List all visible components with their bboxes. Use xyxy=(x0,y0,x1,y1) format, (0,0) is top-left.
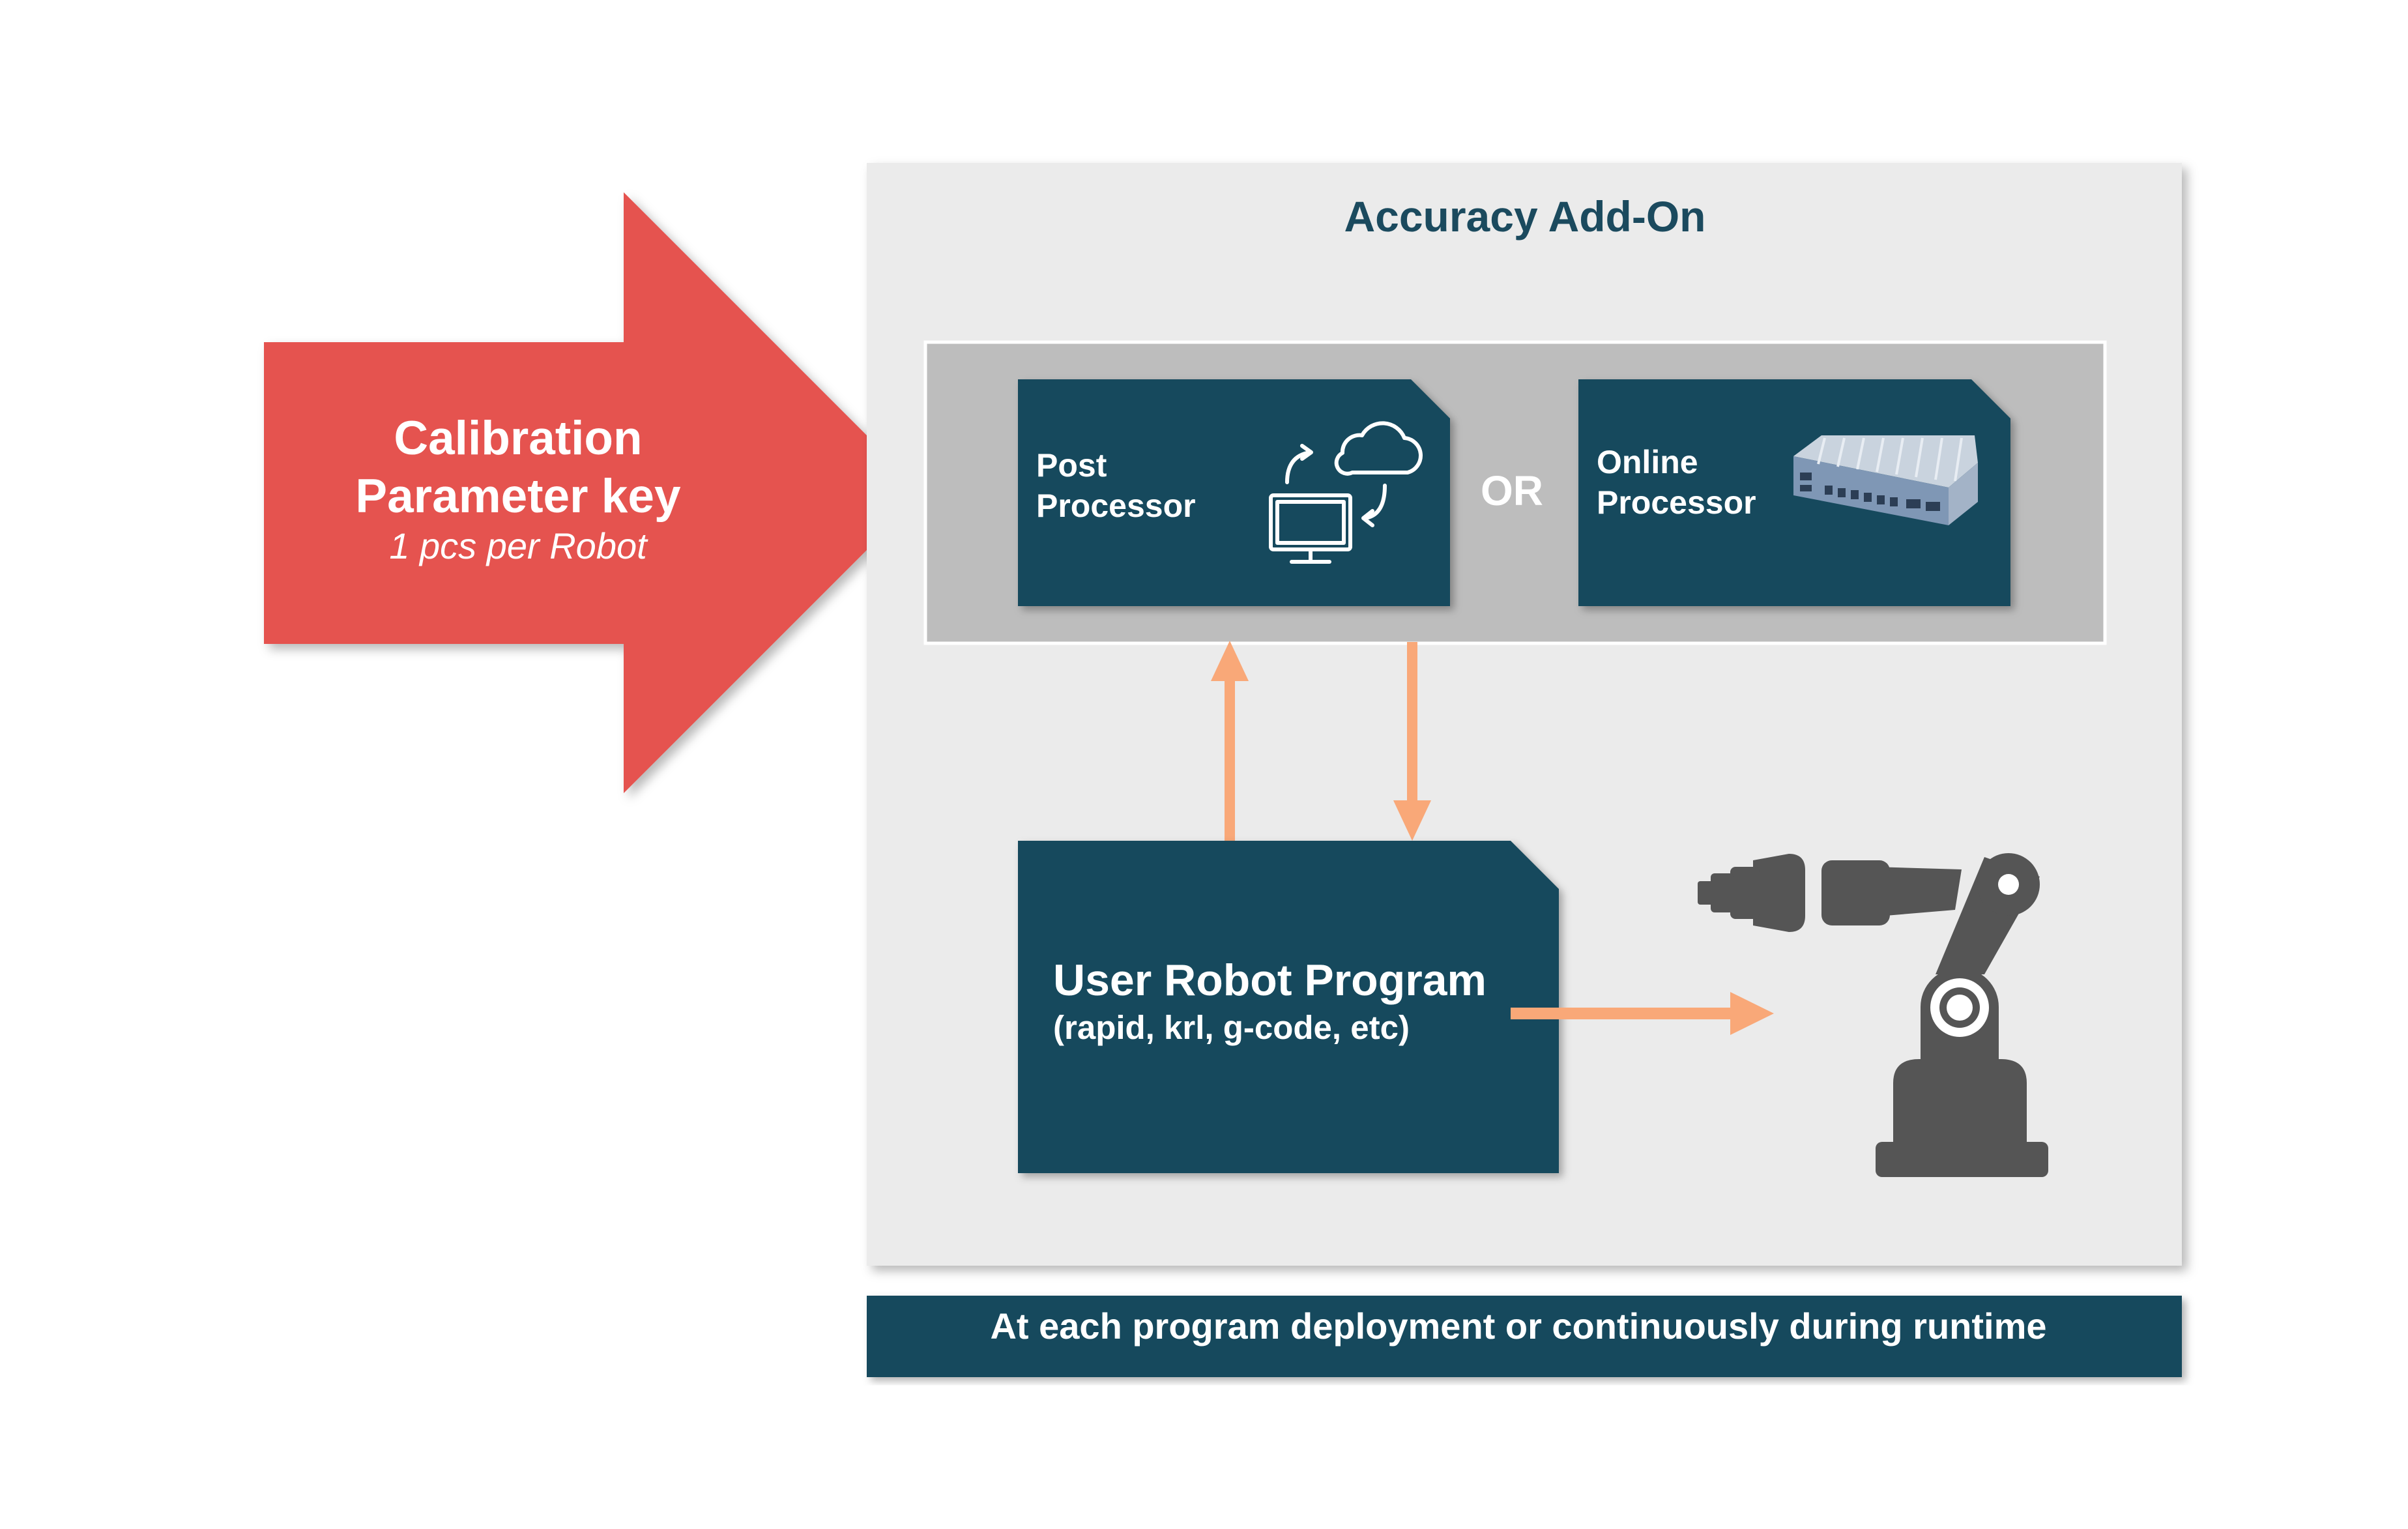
robot-arm-icon xyxy=(1698,853,2048,1177)
post-processor-label-line2: Processor xyxy=(1036,488,1196,524)
post-processor-label-line1: Post xyxy=(1036,447,1107,484)
industrial-pc-icon xyxy=(1793,435,1978,525)
bottom-banner-label: At each program deployment or continuous… xyxy=(990,1305,2047,1347)
online-processor-label-line2: Processor xyxy=(1597,484,1756,521)
upload-arrow xyxy=(1211,641,1249,841)
calibration-title-line2: Parameter key xyxy=(355,470,681,523)
bottom-banner xyxy=(867,1296,2182,1377)
user-program-subtitle: (rapid, krl, g-code, etc) xyxy=(1053,1009,1410,1046)
online-processor-label-line1: Online xyxy=(1597,444,1698,480)
user-program-card xyxy=(1018,841,1559,1173)
calibration-arrow xyxy=(264,192,924,793)
calibration-title: Calibration Parameter key xyxy=(264,409,772,525)
addon-title: Accuracy Add-On xyxy=(1344,192,1706,240)
computer-cloud-sync-icon xyxy=(1269,421,1423,564)
online-processor-label: Online Processor xyxy=(1597,442,1818,523)
calibration-subtitle: 1 pcs per Robot xyxy=(389,525,647,566)
post-processor-label: Post Processor xyxy=(1036,445,1258,526)
download-arrow xyxy=(1393,642,1431,841)
user-program-title: User Robot Program xyxy=(1053,955,1487,1005)
or-separator: OR xyxy=(1481,467,1543,514)
calibration-title-line1: Calibration xyxy=(394,412,643,465)
program-to-robot-arrow xyxy=(1511,992,1774,1035)
